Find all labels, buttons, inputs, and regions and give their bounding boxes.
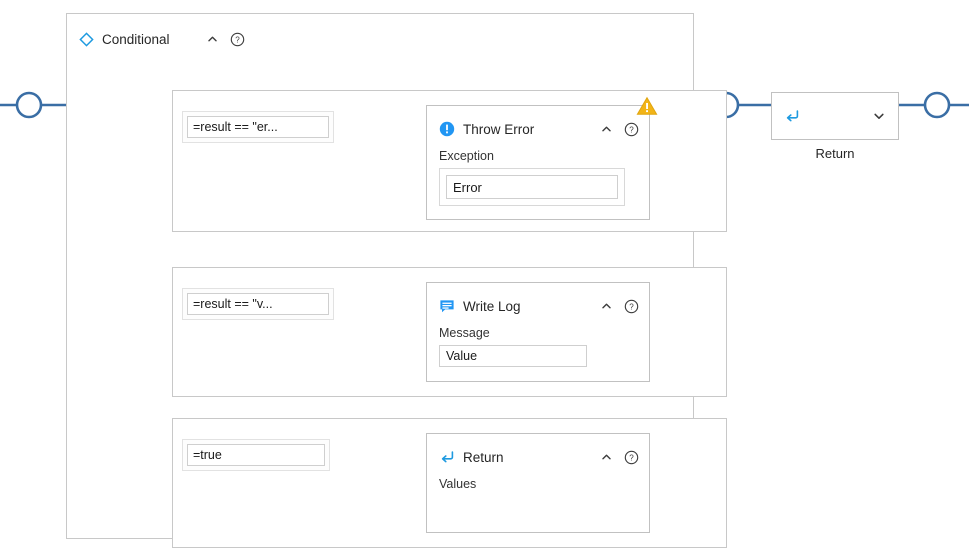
caret-up-icon[interactable]	[600, 123, 613, 136]
help-circle-icon[interactable]: ?	[624, 299, 639, 314]
activity-node-return[interactable]: Return ? Values	[426, 433, 650, 533]
condition-box-3[interactable]	[182, 439, 330, 471]
return-arrow-icon	[786, 110, 799, 122]
exception-input[interactable]	[446, 175, 618, 199]
values-label: Values	[439, 477, 477, 491]
exit-connector[interactable]	[923, 91, 951, 119]
caret-up-icon[interactable]	[600, 300, 613, 313]
svg-text:?: ?	[629, 302, 634, 311]
exception-field-wrap[interactable]	[439, 168, 625, 206]
exception-label: Exception	[439, 149, 494, 163]
branch-row-2[interactable]: Write Log ? Message	[172, 267, 727, 397]
svg-text:?: ?	[629, 453, 634, 462]
branch-row-3[interactable]: Return ? Values	[172, 418, 727, 548]
return-header: Return ?	[439, 446, 639, 468]
condition-box-1[interactable]	[182, 111, 334, 143]
entry-connector[interactable]	[15, 91, 43, 119]
activity-node-throw-error[interactable]: Throw Error ? Exception	[426, 96, 658, 220]
svg-text:?: ?	[235, 35, 240, 44]
speech-bubble-icon	[440, 300, 454, 313]
condition-expression-2[interactable]	[187, 293, 329, 315]
conditional-activity-panel[interactable]: Conditional ?	[66, 13, 727, 548]
message-input[interactable]	[439, 345, 587, 367]
condition-expression-3[interactable]	[187, 444, 325, 466]
write-log-controls: ?	[600, 299, 639, 314]
condition-expression-1[interactable]	[187, 116, 329, 138]
condition-box-2[interactable]	[182, 288, 334, 320]
return-body: Values	[439, 477, 637, 491]
conditional-header: Conditional ?	[79, 28, 245, 50]
write-log-title: Write Log	[463, 298, 521, 314]
return-arrow-icon	[441, 451, 454, 463]
write-log-body: Message	[439, 326, 637, 367]
conditional-header-controls: ?	[206, 32, 245, 47]
caret-up-icon[interactable]	[206, 33, 219, 46]
throw-error-controls: ?	[600, 122, 639, 137]
collapsed-return-label: Return	[815, 146, 855, 161]
svg-text:?: ?	[629, 125, 634, 134]
return-title: Return	[463, 449, 504, 465]
throw-error-body: Exception	[439, 149, 637, 206]
conditional-title: Conditional	[102, 31, 170, 47]
help-circle-icon[interactable]: ?	[230, 32, 245, 47]
info-circle-icon	[439, 121, 455, 137]
write-log-header: Write Log ?	[439, 295, 639, 317]
collapsed-return-node[interactable]	[771, 92, 899, 140]
help-circle-icon[interactable]: ?	[624, 450, 639, 465]
activity-node-write-log[interactable]: Write Log ? Message	[426, 282, 650, 382]
throw-error-header: Throw Error ?	[439, 118, 639, 140]
return-controls: ?	[600, 450, 639, 465]
help-circle-icon[interactable]: ?	[624, 122, 639, 137]
diamond-icon	[79, 31, 94, 47]
chevron-down-icon[interactable]	[872, 109, 886, 123]
message-label: Message	[439, 326, 490, 340]
branch-row-1[interactable]: Throw Error ? Exception	[172, 90, 727, 232]
caret-up-icon[interactable]	[600, 451, 613, 464]
throw-error-title: Throw Error	[463, 121, 535, 137]
warning-triangle-icon[interactable]	[636, 96, 658, 116]
